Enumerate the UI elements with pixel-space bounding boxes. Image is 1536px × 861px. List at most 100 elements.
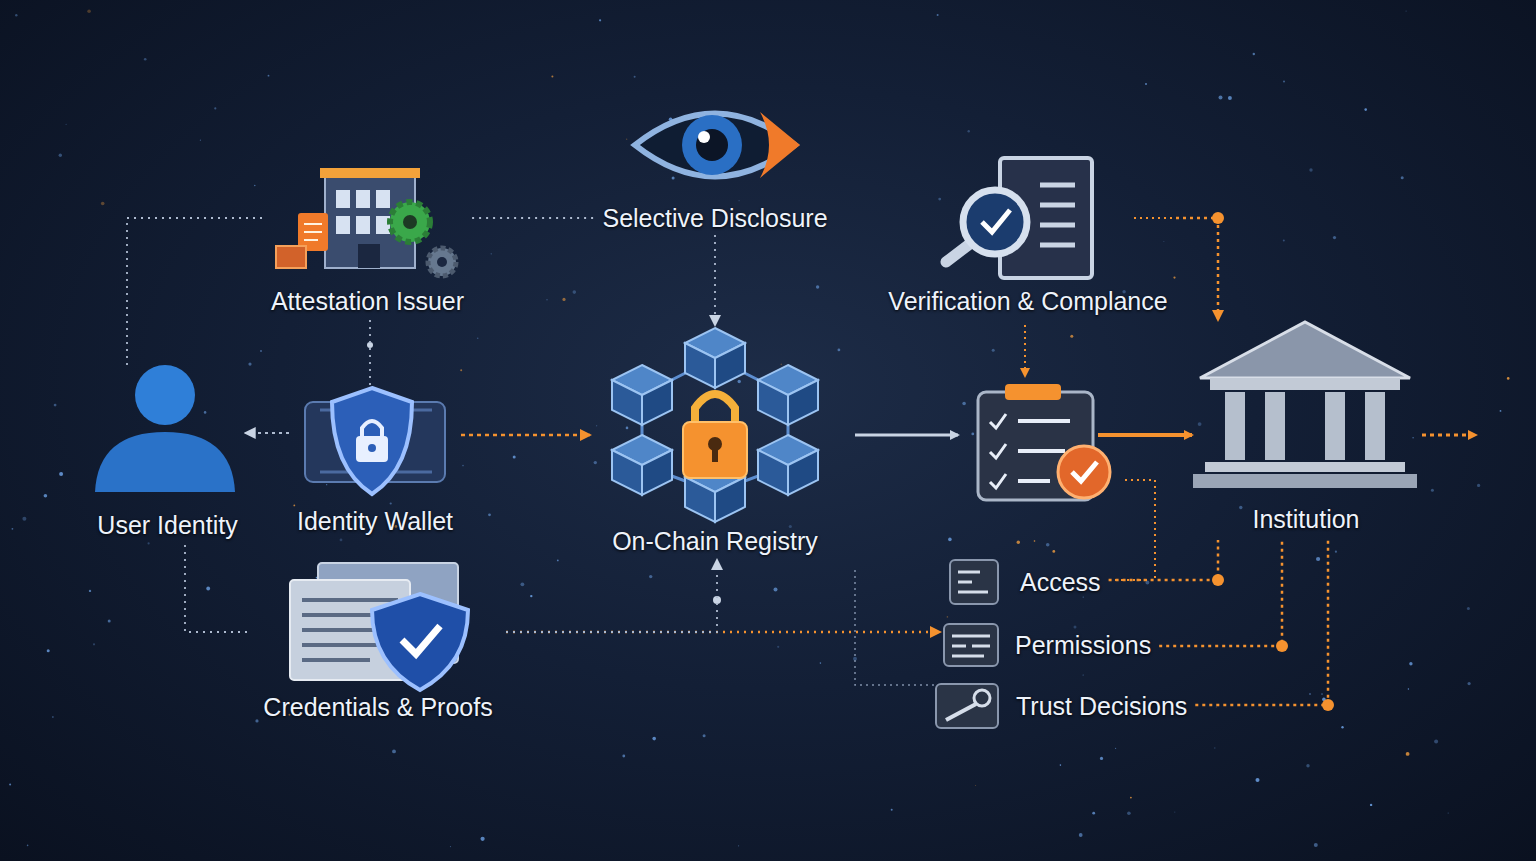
drawing-part	[599, 19, 601, 21]
drawing-part	[777, 646, 779, 648]
node-label: Attestation Issuer	[271, 286, 464, 316]
drawing-part	[788, 380, 818, 425]
drawing-part	[573, 290, 577, 294]
verification-icon	[946, 158, 1092, 278]
drawing-part	[1163, 241, 1164, 242]
wallet-icon	[305, 388, 445, 494]
drawing-part	[1228, 96, 1232, 100]
drawing-part	[44, 494, 48, 498]
drawing-part	[392, 750, 396, 754]
drawing-part	[891, 809, 893, 811]
node-label: Identity Wallet	[297, 506, 453, 536]
drawing-part	[1253, 53, 1255, 55]
access-icon	[950, 560, 998, 604]
drawing-part	[982, 210, 1010, 232]
connector	[714, 235, 716, 325]
drawing-part	[1083, 597, 1084, 598]
drawing-part	[760, 112, 800, 178]
drawing-part	[1005, 384, 1061, 400]
drawing-part	[254, 185, 255, 186]
drawing-part	[855, 570, 935, 685]
drawing-part	[1500, 410, 1502, 412]
drawing-part	[963, 190, 1027, 254]
connector	[246, 432, 289, 434]
drawing-part	[1083, 675, 1084, 676]
drawing-part	[990, 414, 1006, 488]
drawing-part	[1408, 688, 1409, 689]
drawing-part	[1092, 812, 1095, 815]
drawing-part	[594, 461, 597, 464]
drawing-part	[774, 587, 778, 591]
drawing-part	[944, 624, 998, 666]
drawing-part	[491, 253, 492, 254]
drawing-part	[672, 176, 675, 179]
node-label: Permissions	[1015, 630, 1151, 660]
drawing-part	[402, 626, 440, 654]
drawing-part	[1200, 322, 1410, 378]
drawing-part	[1239, 506, 1242, 509]
institution-node: Institution	[1195, 320, 1417, 540]
drawing-part	[1370, 804, 1372, 806]
drawing-part	[481, 837, 485, 841]
drawing-part	[1219, 96, 1223, 100]
connector	[369, 320, 371, 385]
connector	[461, 434, 590, 437]
permissions-icon	[944, 624, 998, 666]
wires	[367, 212, 1476, 711]
drawing-part	[703, 734, 706, 737]
drawing-part	[1431, 489, 1434, 492]
drawing-part	[938, 198, 941, 201]
drawing-part	[336, 216, 350, 234]
drawing-part	[1468, 682, 1471, 685]
drawing-part	[59, 472, 63, 476]
drawing-part	[816, 285, 819, 288]
drawing-part	[22, 517, 26, 521]
drawing-part	[59, 154, 62, 157]
drawing-part	[1406, 752, 1410, 756]
drawing-part	[612, 450, 642, 495]
drawing-part	[87, 10, 91, 14]
drawing-part	[260, 350, 262, 352]
drawing-part	[758, 380, 788, 425]
node-label: Selective Disclosure	[602, 203, 827, 233]
drawing-part	[66, 124, 67, 125]
drawing-part	[652, 737, 656, 741]
drawing-part	[820, 662, 822, 664]
connector	[1109, 540, 1218, 580]
drawing-part	[936, 684, 998, 728]
drawing-part	[551, 76, 553, 78]
drawing-part	[1309, 693, 1311, 695]
wallet-node: Identity Wallet	[289, 385, 461, 540]
drawing-part	[1079, 833, 1083, 837]
drawing-part	[739, 200, 740, 201]
drawing-part	[1130, 797, 1132, 799]
drawing-part	[437, 257, 447, 267]
drawing-part	[546, 299, 548, 301]
drawing-part	[326, 484, 327, 485]
drawing-part	[596, 425, 597, 426]
drawing-part	[946, 704, 976, 720]
drawing-part	[336, 190, 350, 208]
drawing-part	[1017, 541, 1020, 544]
registry-icon	[612, 328, 818, 522]
drawing-part	[356, 436, 388, 462]
drawing-part	[950, 560, 998, 604]
drawing-part	[332, 388, 412, 494]
connector	[506, 560, 717, 632]
drawing-part	[634, 76, 636, 78]
drawing-part	[992, 349, 995, 352]
drawing-part	[356, 216, 370, 234]
drawing-part	[1448, 812, 1449, 813]
drawing-part	[530, 595, 532, 597]
drawing-part	[135, 365, 195, 425]
drawing-part	[1422, 434, 1476, 437]
drawing-part	[758, 450, 788, 495]
node-label: Trust Decisions	[1016, 691, 1187, 721]
drawing-part	[1333, 236, 1336, 239]
drawing-part	[1507, 377, 1510, 380]
credentials-node: Credentials & Proofs	[250, 558, 506, 726]
drawing-part	[320, 168, 420, 178]
drawing-part	[248, 363, 251, 366]
user-icon	[95, 365, 235, 492]
access-node: Access	[945, 558, 1109, 606]
